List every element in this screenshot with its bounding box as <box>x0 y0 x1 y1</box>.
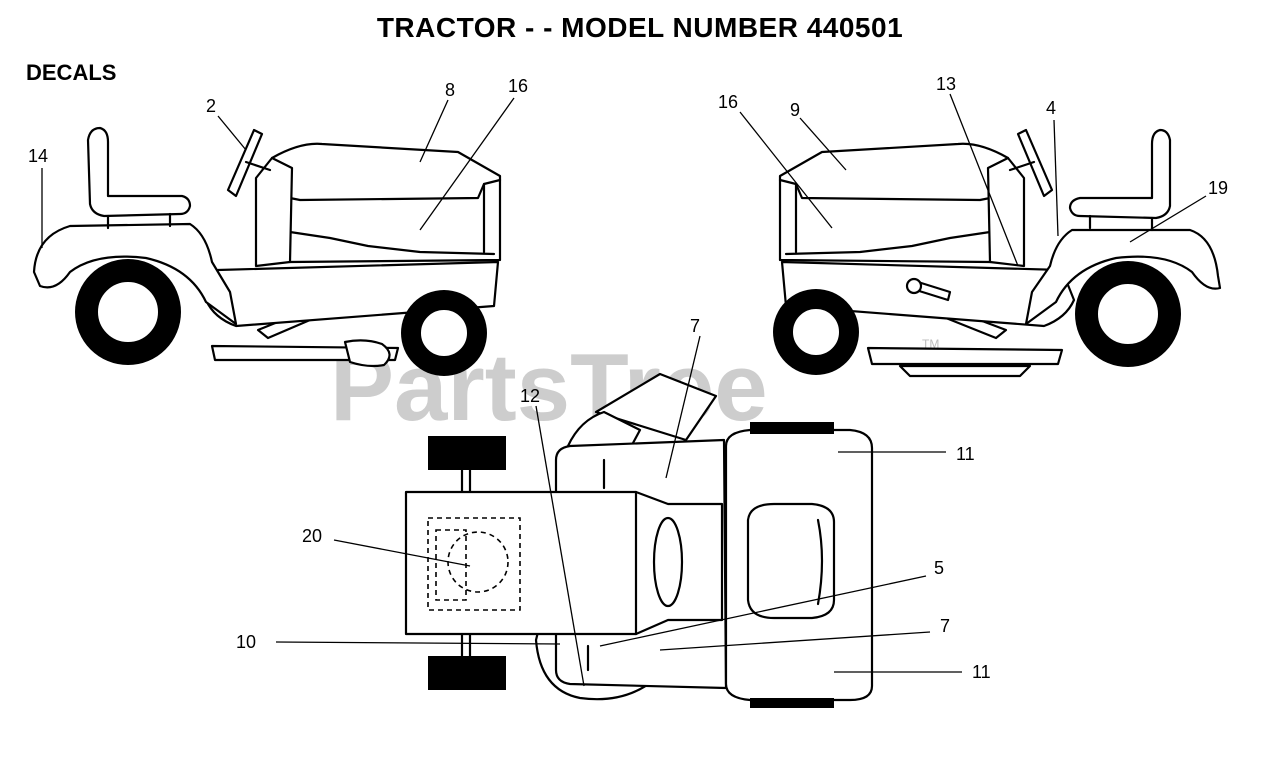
rear-hub-right <box>1096 282 1160 346</box>
front-axle-top <box>460 468 472 658</box>
rear-wheel-top-lower <box>750 698 834 708</box>
callout-11-top-lower: 11 <box>972 662 991 682</box>
deck-underside-right <box>898 364 1032 378</box>
hood-line-right <box>778 178 992 202</box>
callout-line-5-top <box>599 575 927 647</box>
seat-right <box>1068 128 1172 220</box>
rear-wheel-top-upper <box>750 422 834 434</box>
callout-13-right: 13 <box>936 74 956 94</box>
rear-fender-right <box>1024 228 1222 326</box>
steering-wheel-right <box>1016 128 1054 198</box>
seat-top <box>594 372 718 442</box>
callout-line-16-right <box>739 111 833 229</box>
steering-column-left <box>244 160 272 172</box>
front-wheel-top-upper <box>428 436 506 470</box>
hood-bottom-right <box>784 230 992 256</box>
hood-left <box>270 142 502 264</box>
body-marks-top <box>586 458 606 672</box>
tractor-left-side-view: 14 2 8 16 <box>28 76 528 376</box>
seat-back-top <box>816 518 824 606</box>
callout-11-top-upper: 11 <box>956 444 975 464</box>
callout-7-top: 7 <box>690 316 700 336</box>
callout-16-left: 16 <box>508 76 528 96</box>
callout-14-left: 14 <box>28 146 48 166</box>
callout-10-top: 10 <box>236 632 256 652</box>
callout-line-7-top <box>665 335 701 479</box>
callout-line-16-left <box>419 97 515 231</box>
callout-line-2-left <box>217 115 247 151</box>
callout-8-left: 8 <box>445 80 455 100</box>
callout-line-20-top <box>333 539 471 567</box>
tractor-top-view: 7 12 11 20 5 10 7 11 <box>236 316 991 708</box>
callout-5-top: 5 <box>934 558 944 578</box>
callout-line-7-top-lower <box>659 631 931 651</box>
callout-7-top-lower: 7 <box>940 616 950 636</box>
watermark-tm: TM <box>922 337 939 351</box>
rear-fender-left <box>32 222 238 326</box>
rear-hub-left <box>96 280 160 344</box>
steering-column-right <box>1008 160 1036 172</box>
callout-line-19-right <box>1129 195 1207 243</box>
seat-left <box>86 126 192 218</box>
front-hub-left <box>419 308 469 358</box>
front-hub-right <box>791 307 841 357</box>
callout-line-13-right <box>949 93 1019 267</box>
steering-top <box>652 516 684 608</box>
hood-right <box>778 142 1010 264</box>
callout-line-9-right <box>799 117 847 171</box>
callout-line-4-right <box>1053 119 1059 237</box>
callout-4-right: 4 <box>1046 98 1056 118</box>
tractor-right-side-view: 16 9 13 4 19 <box>718 74 1228 378</box>
callout-line-8-left <box>419 99 449 163</box>
callout-line-12-top <box>535 405 585 687</box>
hood-line-left <box>288 178 502 202</box>
dash-tower-left <box>254 156 294 268</box>
callout-12-top: 12 <box>520 386 540 406</box>
callout-20-top: 20 <box>302 526 322 546</box>
section-heading: DECALS <box>26 60 117 85</box>
front-wheel-top-lower <box>428 656 506 690</box>
diagram-title: TRACTOR - - MODEL NUMBER 440501 <box>376 12 904 43</box>
hood-bottom-left <box>288 230 496 256</box>
seat-mount-left <box>106 212 172 230</box>
seat-pan-top <box>746 502 836 620</box>
callout-2-left: 2 <box>206 96 216 116</box>
ignition-key-right <box>905 277 923 295</box>
callout-line-10-top <box>275 641 561 645</box>
dash-tower-right <box>986 156 1026 268</box>
callout-16-right: 16 <box>718 92 738 112</box>
mower-deck-right <box>866 346 1064 366</box>
callout-19-right: 19 <box>1208 178 1228 198</box>
callout-9-right: 9 <box>790 100 800 120</box>
decal-outline-top <box>427 517 521 611</box>
deck-chute-left <box>343 339 391 368</box>
